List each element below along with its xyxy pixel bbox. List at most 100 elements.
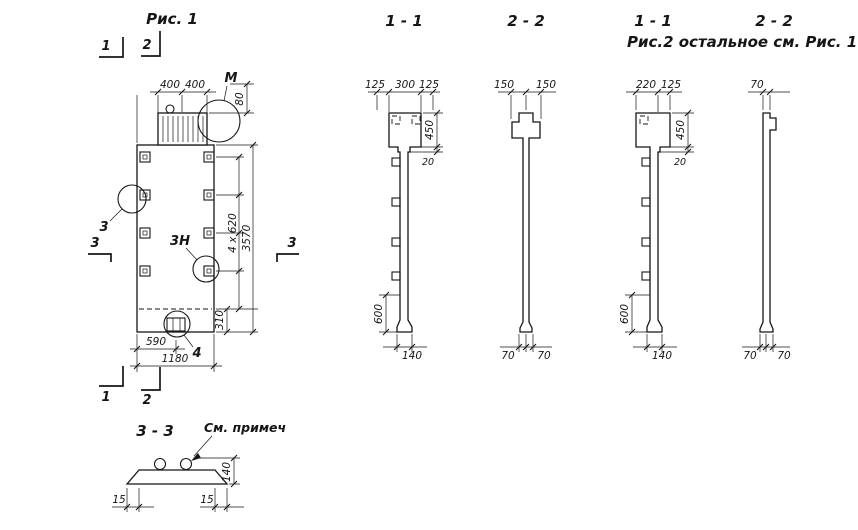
dim-line [112,488,154,512]
section-profile [759,112,777,333]
dim-line [498,91,556,119]
dim-line [130,334,222,372]
cut-mark-line [141,31,161,57]
embed-square [203,151,215,163]
dim-label: 150 [536,79,556,91]
callout-label-3n: 3Н [170,234,190,249]
dim-ticks [643,343,666,351]
detail-label-m: М [225,71,238,86]
embed-square [139,189,151,201]
section-title: 1 - 1 [385,12,423,30]
dim-label: 15 [112,494,126,506]
callout-circle-4 [163,310,191,338]
dim-label: 70 [501,350,515,362]
fig1-plan-body [136,104,215,333]
dim-label: 400 [160,79,180,91]
dim-label: 600 [619,304,631,324]
leader-line [183,334,194,348]
callout-circle-3 [117,184,147,214]
dim-line [200,488,244,512]
fig2-section-1-1: 1 - 1 220 125 450 20 600 140 [619,12,694,362]
cut-mark-label: 3 [287,236,296,251]
leader-line [185,247,198,261]
leader-line [193,435,213,457]
embed-square [641,197,651,207]
dim-label: 70 [537,350,551,362]
dim-ticks [756,343,777,351]
embed-square [391,271,401,281]
cut-mark-line [99,366,124,387]
dim-label: 450 [675,120,687,140]
dim-label: 150 [494,79,514,91]
dim-label: 140 [221,462,233,482]
section-title: 2 - 2 [507,12,545,30]
dim-line [136,91,216,143]
dim-label: 3570 [241,224,253,251]
cut-mark-label: 1 [101,390,110,405]
dim-label: 20 [422,157,434,168]
fig1-title: Рис. 1 [146,10,198,28]
embed-square [641,237,651,247]
dim-label: 15 [200,494,214,506]
dim-label: 1180 [162,353,189,365]
cut-mark-line [99,37,124,58]
embed-square [203,265,215,277]
embed-item-4-detail [172,318,181,331]
dim-ticks [684,109,692,156]
dim-label: 4 x 620 [227,213,239,253]
section-title: 1 - 1 [634,12,672,30]
embed-square-inner [206,192,212,198]
dim-line [379,294,400,333]
dim-label: 140 [652,350,672,362]
fig1-dimensions: 400 400 80 4 x 620 3570 310 590 1180 [130,79,258,372]
embed-square-inner [142,154,148,160]
section-title: 3 - 3 [136,422,174,440]
cut-mark-label: 2 [142,38,151,53]
dim-ticks [373,88,437,96]
callout-label-3: 3 [99,220,108,235]
dim-label: 220 [636,79,656,91]
detail-circle-m [197,99,241,143]
dim-label: 300 [395,79,415,91]
leader-line [109,208,123,222]
panel-top-head [157,112,208,146]
cut-mark-label: 1 [101,39,110,54]
cut-mark-label: 3 [90,236,99,251]
dim-ticks [154,88,211,96]
dim-ticks [230,454,238,488]
dim-label: 450 [424,120,436,140]
dim-label: 125 [365,79,385,91]
dim-line [633,334,677,352]
dim-ticks [515,343,537,351]
section-profile [635,112,671,333]
dim-label: 590 [146,336,166,348]
dim-ticks [123,503,143,511]
fig2: Рис.2 остальное см. Рис. 1 1 - 1 220 125… [619,12,857,362]
cut-mark-label: 2 [142,393,151,408]
dim-label: 70 [750,79,764,91]
section-profile [388,112,422,333]
dim-line [209,83,254,114]
callout-circle-3n [192,255,220,283]
cut-mark-line [88,253,112,262]
anchor-hidden [391,115,401,125]
dim-label: 80 [234,92,246,106]
dim-ticks [133,345,218,370]
dim-ticks [632,88,674,96]
loop-bar-section [179,457,193,471]
dim-ticks [628,291,636,336]
dim-label: 140 [402,350,422,362]
leader-line [223,85,228,102]
cut-mark-line [276,253,299,262]
embed-item-4 [166,317,186,332]
embed-square [391,197,401,207]
embed-square [139,151,151,163]
note-label: См. примеч [204,420,286,435]
anchor-hidden [411,115,421,125]
dim-label: 20 [674,157,686,168]
dim-label: 70 [743,350,757,362]
dim-ticks [433,109,441,156]
dim-line [383,334,427,352]
section-title: 2 - 2 [755,12,793,30]
